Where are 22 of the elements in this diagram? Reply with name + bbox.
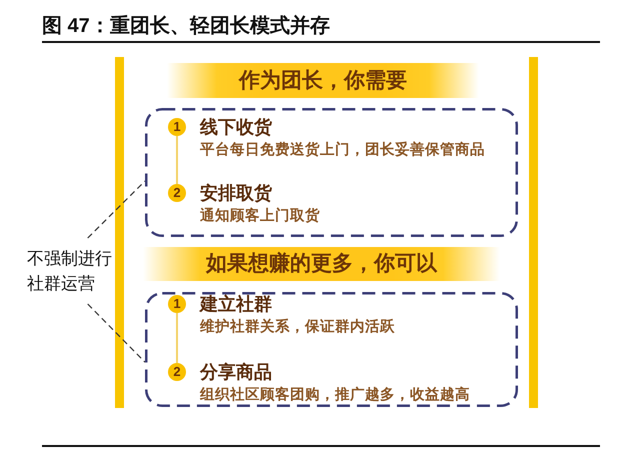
item-description: 组织社区顾客团购，推广越多，收益越高 xyxy=(200,386,470,404)
item-description: 维护社群关系，保证群内活跃 xyxy=(200,318,395,336)
dashed-frame xyxy=(145,108,518,237)
connector-line xyxy=(176,136,178,184)
annotation-text: 不强制进行社群运营 xyxy=(27,238,115,304)
figure-title: 图 47：重团长、轻团长模式并存 xyxy=(42,14,330,39)
item-heading: 安排取货 xyxy=(200,182,272,204)
item-heading: 线下收货 xyxy=(200,116,272,138)
connector-line xyxy=(176,313,178,363)
item-heading: 建立社群 xyxy=(200,293,272,315)
number-circle: 2 xyxy=(168,184,186,202)
leader-line xyxy=(87,304,146,363)
number-circle: 2 xyxy=(168,363,186,381)
number-circle: 1 xyxy=(168,295,186,313)
item-description: 通知顾客上门取货 xyxy=(200,207,320,225)
dashed-frame xyxy=(145,292,518,407)
number-circle: 1 xyxy=(168,118,186,136)
heading-band: 如果想赚的更多，你可以 xyxy=(143,247,500,281)
leader-line xyxy=(87,180,146,238)
item-description: 平台每日免费送货上门，团长妥善保管商品 xyxy=(200,141,485,159)
item-heading: 分享商品 xyxy=(200,361,272,383)
heading-band: 作为团长，你需要 xyxy=(167,63,479,98)
